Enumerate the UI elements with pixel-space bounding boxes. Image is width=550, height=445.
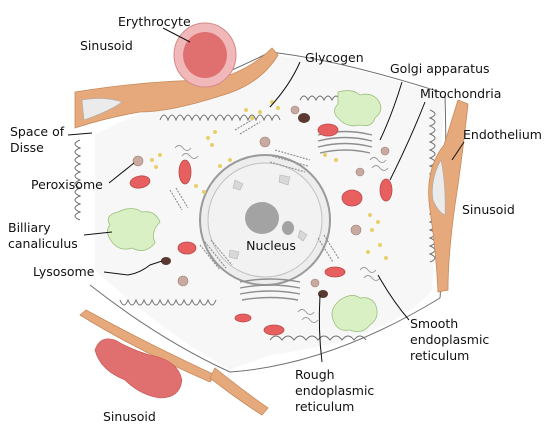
leader-canaliculus [83, 231, 113, 236]
label-endothelium: Endothelium [463, 127, 542, 142]
label-smooth-er-line2: endoplasmic [410, 332, 489, 347]
leader-space-of-disse [67, 132, 93, 136]
golgi-apparatus-bottom [239, 278, 301, 301]
label-smooth-er-line1: Smooth [410, 316, 458, 331]
lysosomes [161, 113, 328, 298]
label-mitochondria: Mitochondria [420, 86, 501, 101]
erythrocyte-inner [183, 32, 227, 78]
cell-membrane-bottom [119, 298, 217, 306]
leader-glycogen [269, 61, 301, 108]
label-space-of-disse-line1: Space of [10, 124, 65, 139]
endothelium-top [74, 47, 279, 129]
leader-smooth-er [377, 274, 410, 321]
label-sinusoid-top: Sinusoid [80, 38, 133, 53]
nucleolus [245, 202, 279, 234]
label-nucleus: Nucleus [246, 238, 296, 253]
endothelium-bottom-right [209, 367, 269, 416]
label-sinusoid-right: Sinusoid [462, 202, 515, 217]
leader-lysosome [103, 260, 163, 276]
endothelium-right [428, 99, 469, 293]
outer-membrane-bottom [89, 284, 441, 373]
leader-golgi [379, 81, 403, 141]
label-rough-er-line3: reticulum [295, 399, 354, 414]
label-sinusoid-bottom: Sinusoid [103, 409, 156, 424]
leader-peroxisome [108, 162, 135, 184]
label-glycogen: Glycogen [305, 50, 364, 65]
canaliculus-left [107, 208, 161, 251]
nucleolus-small [282, 221, 294, 235]
label-golgi-apparatus: Golgi apparatus [390, 61, 490, 76]
label-peroxisome: Peroxisome [31, 177, 103, 192]
label-smooth-er-line3: reticulum [410, 348, 469, 363]
canaliculus-top [334, 90, 382, 127]
endothelium-right-gap [432, 159, 446, 216]
rough-er-stacks [169, 117, 340, 271]
endothelium-top-gap [81, 98, 123, 121]
canaliculus-bottom [331, 295, 378, 333]
leader-mitochondria [389, 101, 426, 181]
label-lysosome: Lysosome [33, 264, 95, 279]
erythrocyte-bottom-left [94, 338, 183, 399]
label-space-of-disse-line2: Disse [10, 140, 44, 155]
leader-erythrocyte [162, 27, 191, 43]
cell-membrane-lower-right [269, 335, 367, 341]
label-rough-er-line1: Rough [295, 367, 335, 382]
label-erythrocyte: Erythrocyte [118, 14, 191, 29]
label-rough-er-line2: endoplasmic [295, 383, 374, 398]
peroxisomes [132, 105, 390, 288]
smooth-er-clusters [174, 145, 389, 323]
mitochondria-group [129, 123, 393, 336]
glycogen-granules [150, 100, 388, 260]
leader-endothelium [451, 141, 465, 161]
cell-membrane-top [159, 114, 281, 122]
label-billiary-line2: canaliculus [8, 236, 78, 251]
cell-membrane-left [74, 139, 82, 221]
leader-rough-er [318, 294, 323, 363]
chromatin-patches [228, 174, 308, 260]
leader-lines [67, 27, 465, 363]
label-billiary-line1: Billiary [8, 220, 51, 235]
